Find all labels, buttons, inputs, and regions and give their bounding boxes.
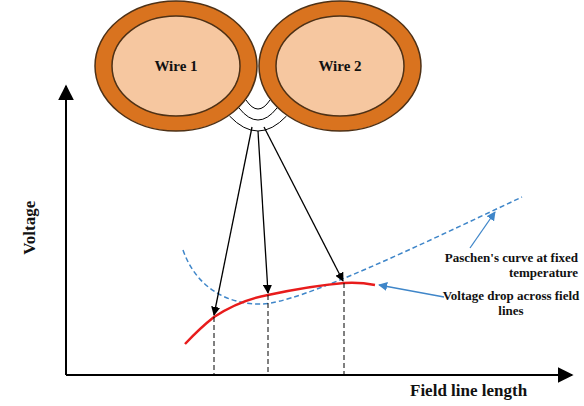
curve-label: Voltage drop across field lines	[442, 289, 580, 319]
mapping-arrows	[214, 127, 343, 315]
wire-cross-section: Wire 1	[94, 0, 258, 132]
wire-cross-section: Wire 2	[258, 0, 422, 132]
label-pointer	[379, 285, 444, 297]
insulation-ring	[95, 1, 257, 131]
projection-lines	[214, 283, 344, 375]
axis-label: Voltage	[20, 201, 40, 255]
y-axis	[65, 86, 67, 375]
x-axis	[66, 374, 572, 376]
label-pointer	[470, 212, 495, 248]
curve-label: Paschen's curve at fixed temperature	[438, 251, 578, 281]
axis-label: Field line length	[410, 381, 527, 401]
conductor-core	[112, 16, 240, 116]
wire-label: Wire 2	[318, 58, 361, 75]
conductor-core	[276, 16, 404, 116]
insulation-ring	[259, 1, 421, 131]
wire-label: Wire 1	[154, 58, 197, 75]
